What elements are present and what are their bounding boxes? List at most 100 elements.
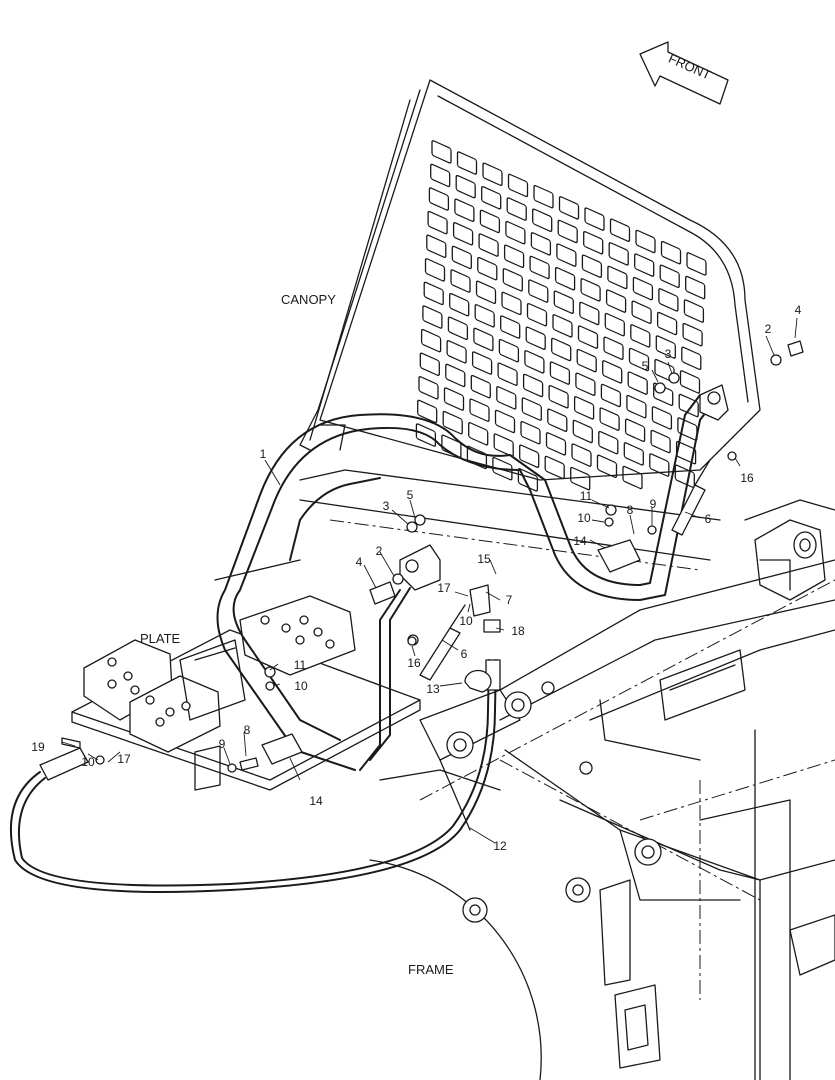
screen-hole: [658, 288, 679, 312]
screen-hole: [596, 454, 618, 478]
screen-hole: [581, 254, 603, 278]
callout-3-left: 3: [383, 499, 390, 513]
callout-17-a: 17: [437, 581, 451, 595]
screen-hole: [545, 432, 567, 456]
screen-hole: [450, 269, 471, 293]
screen-hole: [649, 453, 670, 477]
screen-hole: [446, 340, 467, 364]
screen-hole: [528, 279, 549, 303]
callout-14-left: 14: [309, 794, 323, 808]
canopy-screen: CANOPY: [281, 79, 761, 492]
callout-10-b: 10: [459, 614, 473, 628]
screen-hole: [552, 314, 573, 338]
callout-12: 12: [493, 839, 507, 853]
screen-hole: [500, 315, 521, 339]
screen-hole: [426, 234, 447, 258]
screen-hole: [494, 409, 516, 434]
callout-10-a: 10: [577, 511, 591, 525]
screen-hole: [497, 362, 518, 386]
screen-hole: [469, 398, 490, 422]
screen-hole: [600, 383, 622, 408]
screen-hole: [605, 289, 627, 313]
callout-6-right: 6: [705, 512, 712, 526]
screen-hole: [571, 443, 592, 467]
callout-9-left: 9: [219, 737, 226, 751]
screen-hole: [575, 372, 596, 396]
screen-hole: [674, 464, 695, 489]
screen-hole: [624, 418, 646, 443]
pivot-brackets: [261, 384, 729, 765]
screen-hole: [479, 209, 501, 234]
callout-7: 7: [506, 593, 513, 607]
screen-hole: [475, 280, 497, 305]
front-label: FRONT: [666, 51, 713, 83]
screen-hole: [626, 394, 647, 419]
callout-18: 18: [511, 624, 525, 638]
screen-hole: [659, 264, 680, 289]
callout-14-right: 14: [573, 534, 587, 548]
screen-hole: [420, 328, 442, 353]
screen-hole: [428, 187, 450, 211]
screen-hole: [478, 233, 499, 257]
front-direction-arrow: FRONT: [639, 41, 729, 105]
callout-16-right: 16: [740, 471, 754, 485]
screen-hole: [656, 311, 678, 336]
floor-plate: PLATE: [71, 595, 421, 791]
screen-hole: [505, 220, 526, 245]
screen-hole: [650, 429, 671, 454]
screen-hole: [424, 258, 446, 282]
callout-4-left: 4: [356, 555, 363, 569]
screen-hole: [655, 335, 676, 359]
screen-hole: [422, 305, 443, 329]
screen-hole: [632, 276, 654, 301]
screen-hole: [449, 292, 470, 317]
screen-hole: [678, 393, 699, 418]
screen-hole: [554, 266, 576, 291]
screen-hole: [547, 408, 568, 432]
screen-hole: [471, 351, 493, 375]
callout-3-right: 3: [665, 347, 672, 361]
screen-hole: [681, 346, 702, 371]
screen-hole: [579, 301, 600, 326]
screen-hole: [573, 396, 595, 420]
screen-hole: [577, 325, 599, 349]
lock-cable: [9, 584, 501, 893]
screen-hole: [431, 140, 452, 164]
callout-5-right: 5: [642, 359, 649, 373]
callout-2-left: 2: [376, 544, 383, 558]
screen-hole: [580, 278, 601, 302]
screen-hole: [532, 208, 553, 232]
callouts: 1 2 2 3 3 4 4 5 5 6 6 7 8 8 9 9 10 10 10…: [31, 303, 801, 853]
screen-hole: [525, 326, 546, 350]
screen-hole: [651, 406, 673, 430]
screen-hole: [430, 163, 451, 188]
screen-hole: [630, 324, 651, 348]
callout-11-left: 11: [294, 658, 307, 672]
screen-hole: [576, 348, 597, 373]
screen-hole: [455, 174, 476, 199]
hardware: [61, 340, 804, 773]
plate-label: PLATE: [140, 631, 181, 646]
callout-2-right: 2: [765, 322, 772, 336]
screen-hole: [602, 360, 623, 384]
screen-hole: [584, 207, 605, 231]
screen-hole: [599, 407, 620, 431]
screen-hole: [470, 374, 491, 399]
screen-hole: [682, 322, 703, 347]
screen-hole: [572, 419, 593, 444]
screen-hole: [418, 376, 439, 400]
screen-hole: [530, 232, 552, 256]
screen-hole: [473, 327, 494, 352]
screen-hole: [526, 302, 548, 327]
screen-hole: [553, 290, 574, 314]
canopy-label: CANOPY: [281, 292, 336, 307]
screen-hole: [608, 242, 629, 266]
canopy-sill: [214, 469, 721, 581]
callout-10-c: 10: [294, 679, 308, 693]
callout-5-left: 5: [407, 488, 414, 502]
screen-hole: [609, 218, 631, 242]
callout-4-right: 4: [795, 303, 802, 317]
screen-hole: [456, 151, 478, 175]
